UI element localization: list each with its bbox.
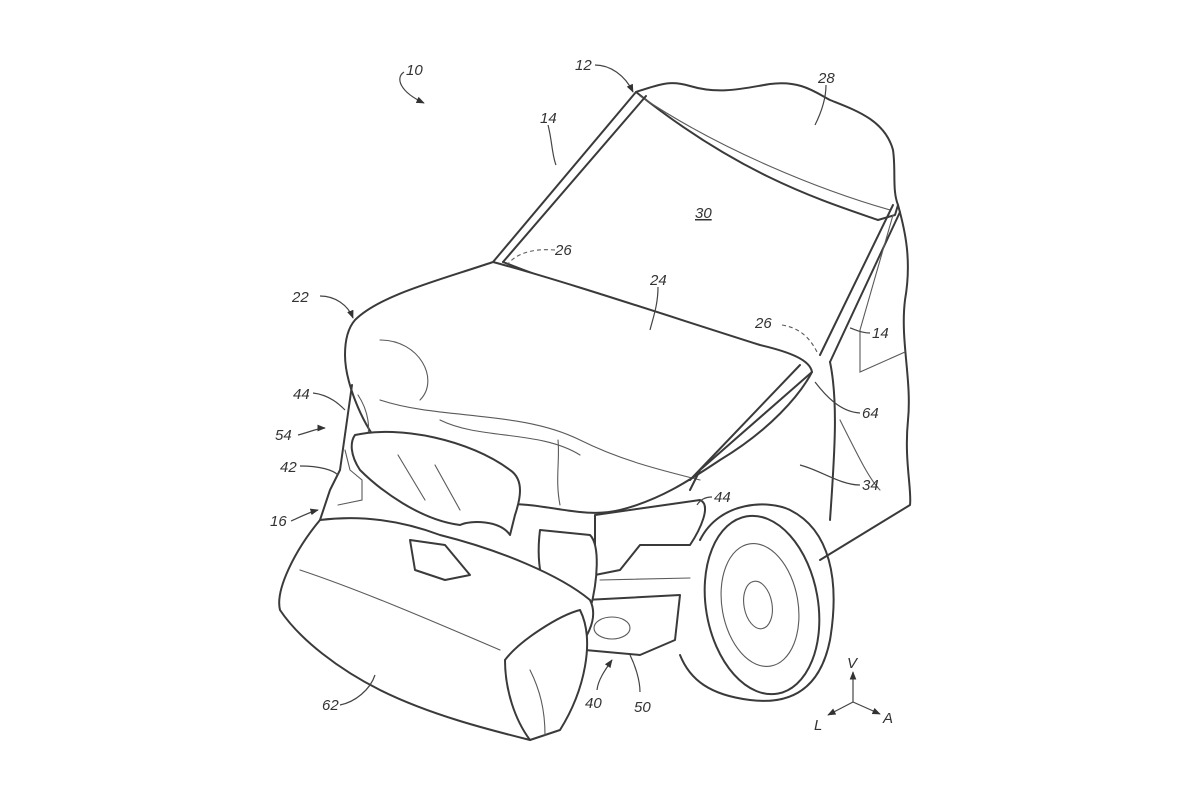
- label-14-right: 14: [872, 325, 889, 342]
- label-14-left: 14: [540, 110, 557, 127]
- label-62: 62: [322, 697, 339, 714]
- label-26-left: 26: [554, 242, 572, 259]
- leader-lines: [290, 64, 871, 706]
- label-64: 64: [862, 405, 879, 422]
- axis-label-vertical: V: [847, 655, 859, 672]
- label-28: 28: [817, 70, 835, 87]
- axis-label-lateral: L: [814, 717, 822, 734]
- label-34: 34: [862, 477, 879, 494]
- axis-triad: V L A: [814, 655, 893, 734]
- bumper-airbag: [278, 517, 595, 741]
- label-42: 42: [280, 459, 297, 476]
- label-22: 22: [291, 289, 309, 306]
- label-44-left: 44: [293, 386, 310, 403]
- axis-label-axial: A: [882, 710, 893, 727]
- label-12: 12: [575, 57, 592, 74]
- front-fascia: [319, 384, 706, 656]
- label-26-right: 26: [754, 315, 772, 332]
- label-40: 40: [585, 695, 602, 712]
- label-10: 10: [406, 62, 423, 79]
- label-54: 54: [275, 427, 292, 444]
- label-50: 50: [634, 699, 651, 716]
- label-16: 16: [270, 513, 287, 530]
- front-wheel: [679, 503, 835, 702]
- label-24: 24: [649, 272, 667, 289]
- label-30: 30: [695, 205, 712, 222]
- label-44-right: 44: [714, 489, 731, 506]
- windshield-airbag: [635, 82, 899, 221]
- vehicle-side: [819, 204, 912, 561]
- reference-numerals: 10 12 14 28 30 26 24 22 26 14 44 64 54 4…: [270, 57, 889, 716]
